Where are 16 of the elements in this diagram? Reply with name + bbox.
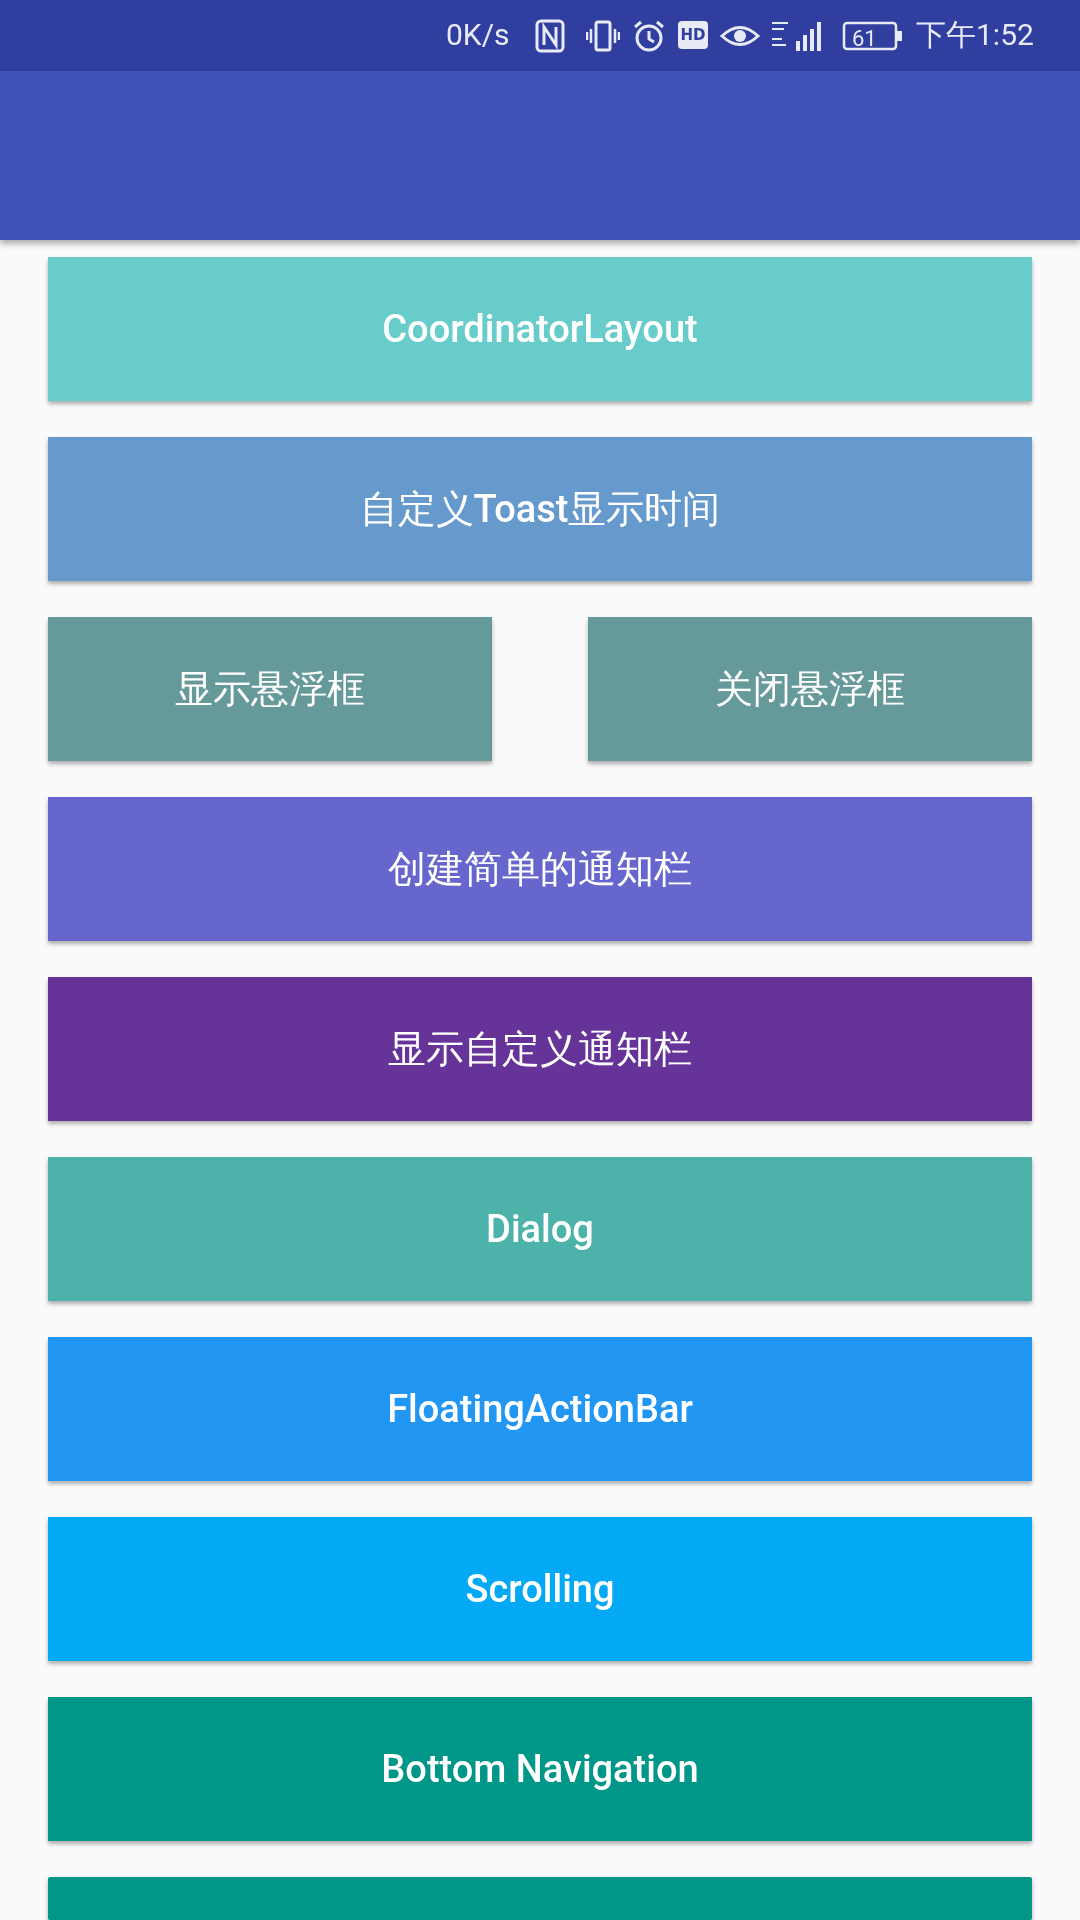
- menu-button: 关闭悬浮框: [588, 617, 1032, 761]
- partial-button: [48, 1877, 1032, 1920]
- menu-button: CoordinatorLayout: [48, 257, 1032, 401]
- battery-level: 61: [852, 25, 877, 53]
- network-speed: 0K/s: [446, 16, 510, 54]
- menu-button: Bottom Navigation: [48, 1697, 1032, 1841]
- menu-button: FloatingActionBar: [48, 1337, 1032, 1481]
- menu-button: Dialog: [48, 1157, 1032, 1301]
- menu-button: 创建简单的通知栏: [48, 797, 1032, 941]
- app-bar: [0, 71, 1080, 240]
- menu-button: 显示自定义通知栏: [48, 977, 1032, 1121]
- hd-badge: HD: [678, 21, 708, 49]
- clock-time: 下午1:52: [916, 16, 1034, 54]
- menu-button: 显示悬浮框: [48, 617, 492, 761]
- menu-button: Scrolling: [48, 1517, 1032, 1661]
- menu-button: 自定义Toast显示时间: [48, 437, 1032, 581]
